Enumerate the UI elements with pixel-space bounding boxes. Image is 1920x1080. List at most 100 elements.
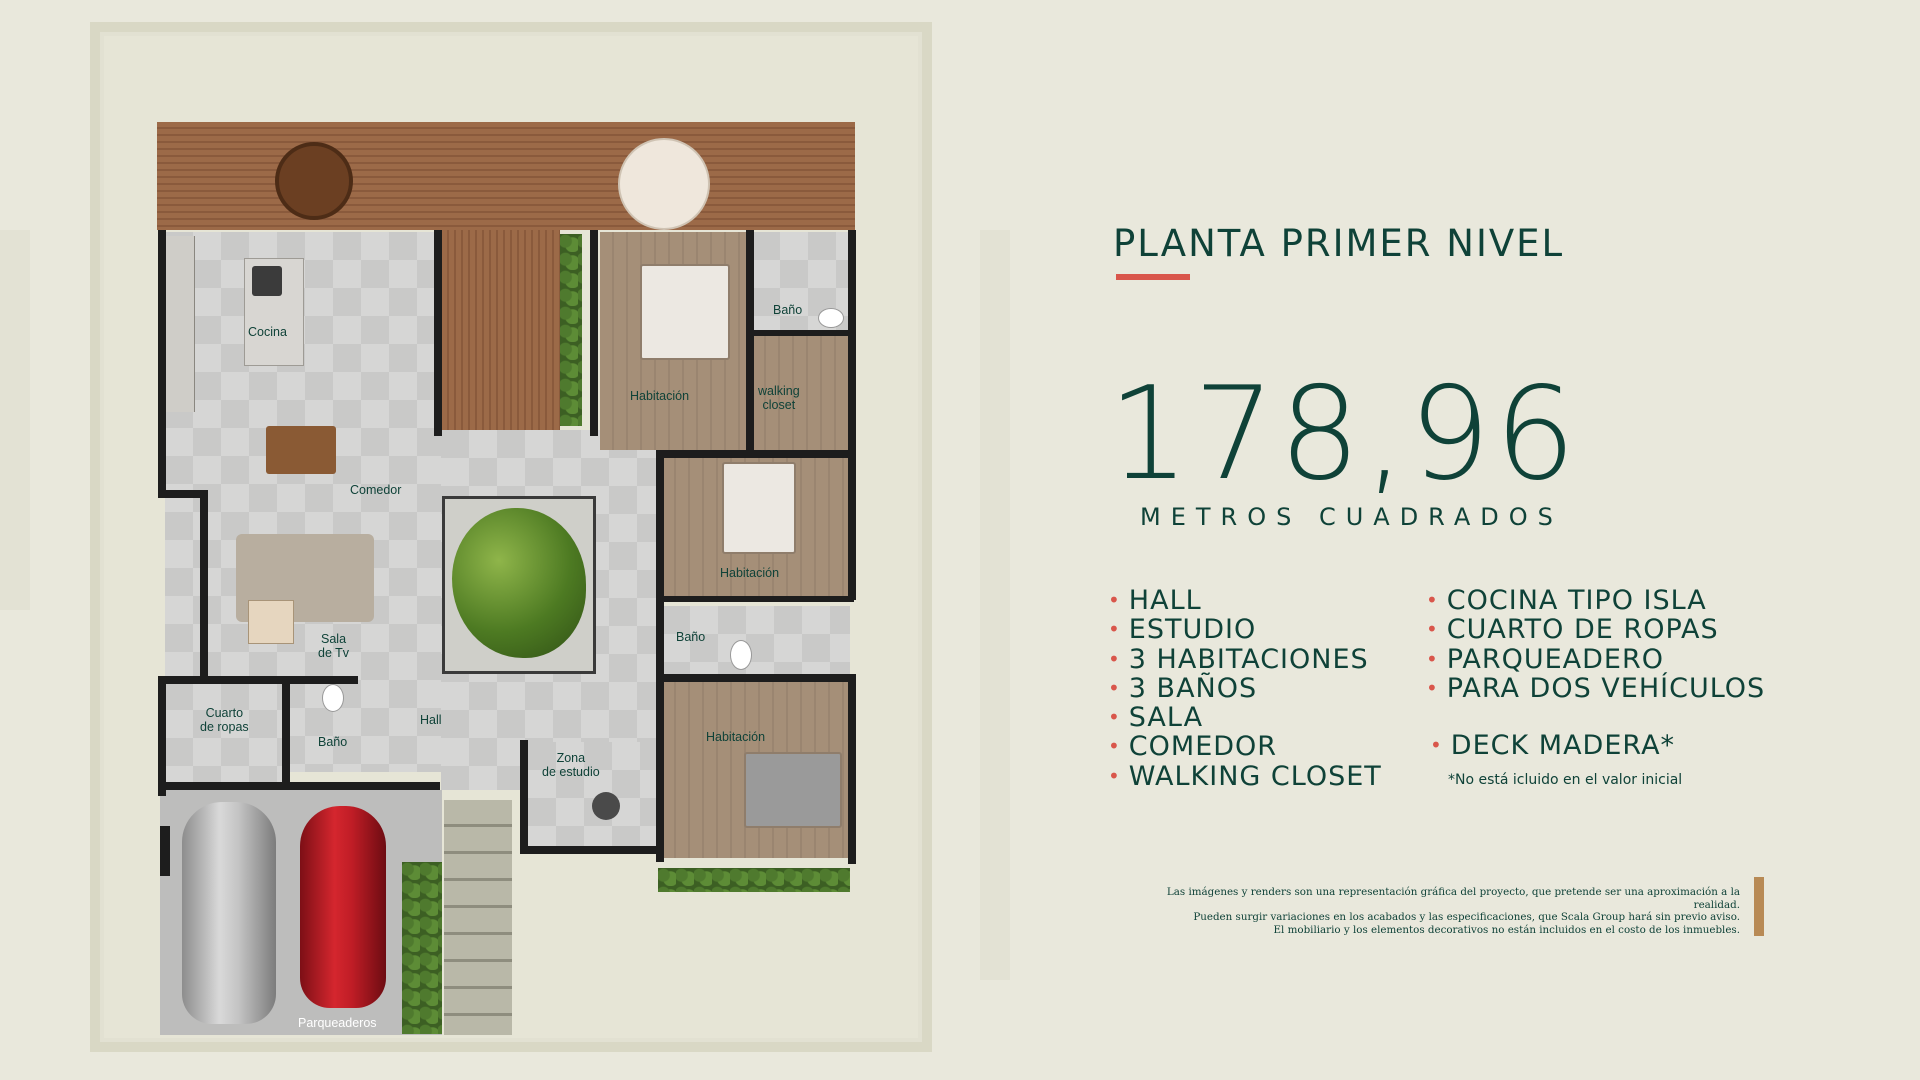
- disclaimer-accent-bar: [1754, 877, 1764, 936]
- background-shape: [0, 230, 30, 610]
- feature-item: • HALL: [1108, 586, 1382, 615]
- title-accent-bar: [1116, 274, 1190, 280]
- label-cuarto-ropas: Cuarto de ropas: [200, 706, 249, 734]
- red-car: [300, 806, 386, 1008]
- wall: [158, 676, 358, 684]
- disclaimer-line: Las imágenes y renders son una represent…: [1166, 886, 1740, 911]
- label-parqueaderos: Parqueaderos: [298, 1016, 377, 1030]
- label-walking-closet: walking closet: [758, 384, 800, 412]
- feature-item: •SALA: [1108, 703, 1382, 732]
- wall: [282, 676, 290, 786]
- label-ropas-line2: de ropas: [200, 720, 249, 734]
- wall: [158, 230, 166, 490]
- bullet-icon: •: [1426, 588, 1439, 612]
- wall: [200, 490, 208, 680]
- bedroom-2-bed: [722, 462, 796, 554]
- label-bano-principal: Baño: [773, 303, 803, 317]
- tv-table: [248, 600, 294, 644]
- disclaimer-line: El mobiliario y los elementos decorativo…: [1273, 923, 1740, 936]
- feature-item: • COMEDOR: [1108, 732, 1382, 761]
- feature-text: SALA: [1128, 702, 1204, 734]
- label-comedor: Comedor: [350, 483, 402, 497]
- background-shape: [980, 230, 1010, 980]
- wall: [158, 782, 440, 790]
- feature-item: • 3 HABITACIONES: [1108, 643, 1382, 675]
- disclaimer-line: Pueden surgir variaciones en los acabado…: [1193, 911, 1740, 923]
- feature-item: •COCINA TIPO ISLA: [1426, 586, 1765, 615]
- label-zona-estudio: Zona de estudio: [542, 751, 600, 779]
- bath-2-floor: [662, 606, 850, 674]
- feature-text: 3 HABITACIONES: [1128, 643, 1369, 675]
- bullet-icon: •: [1108, 588, 1121, 612]
- label-habitacion-2: Habitación: [720, 566, 780, 580]
- label-sala-line2: de Tv: [318, 646, 350, 660]
- feature-text: ESTUDIO: [1128, 614, 1257, 646]
- legal-disclaimer: Las imágenes y renders son una represent…: [1140, 886, 1740, 936]
- wall: [158, 676, 166, 796]
- kitchen-counter: [166, 236, 195, 412]
- bullet-icon: •: [1426, 646, 1439, 671]
- umbrella: [618, 138, 710, 230]
- label-estudio-line1: Zona: [556, 751, 586, 765]
- wall: [590, 230, 598, 436]
- wall: [746, 230, 754, 454]
- toilet: [322, 684, 344, 712]
- bullet-icon: •: [1108, 646, 1121, 671]
- feature-item: •PARA DOS VEHÍCULOS: [1426, 674, 1765, 703]
- feature-item: •3 BAÑOS: [1108, 674, 1382, 703]
- wood-deck-patio: [442, 230, 560, 430]
- dining-table: [266, 426, 336, 474]
- master-bed: [640, 264, 730, 360]
- toilet: [730, 640, 752, 670]
- laundry-floor: [165, 682, 285, 782]
- feature-text: CUARTO DE ROPAS: [1446, 614, 1719, 646]
- cooktop: [252, 266, 282, 296]
- wall: [656, 450, 664, 862]
- feature-text: PARQUEADERO: [1446, 643, 1664, 675]
- wall: [656, 450, 854, 458]
- features-right: •COCINA TIPO ISLA • CUARTO DE ROPAS • PARQ…: [1426, 586, 1765, 703]
- toilet: [818, 308, 844, 328]
- feature-item: •ESTUDIO: [1108, 615, 1382, 644]
- wall: [520, 846, 660, 854]
- silver-car: [182, 802, 276, 1024]
- bullet-icon: •: [1108, 734, 1121, 759]
- area-value: 178,96: [1108, 360, 1580, 509]
- bedroom-planter: [658, 868, 850, 892]
- wall: [746, 330, 850, 336]
- wall: [656, 596, 854, 602]
- features-extra: •DECK MADERA*: [1430, 731, 1675, 760]
- feature-item: • PARQUEADERO: [1426, 643, 1765, 675]
- feature-text: COMEDOR: [1128, 731, 1278, 763]
- label-hall: Hall: [420, 713, 442, 727]
- bedroom-3-bed: [744, 752, 842, 828]
- page-title: PLANTA PRIMER NIVEL: [1113, 222, 1565, 265]
- label-bano-social: Baño: [318, 735, 348, 749]
- study-chair: [592, 792, 620, 820]
- bullet-icon: •: [1108, 675, 1121, 700]
- label-estudio-line2: de estudio: [542, 765, 600, 779]
- walking-closet-floor: [752, 334, 850, 450]
- label-habitacion-principal: Habitación: [630, 389, 690, 403]
- walkway: [444, 800, 512, 1035]
- label-habitacion-3: Habitación: [706, 730, 766, 744]
- walkway-plants: [402, 862, 442, 1034]
- feature-text: DECK MADERA*: [1450, 730, 1676, 761]
- outdoor-table: [275, 142, 353, 220]
- wall: [434, 230, 442, 436]
- label-ropas-line1: Cuarto: [205, 706, 244, 720]
- wall: [160, 826, 170, 876]
- garden-tree: [452, 508, 586, 658]
- label-closet-line1: walking: [758, 384, 800, 398]
- feature-text: HALL: [1128, 585, 1202, 616]
- feature-text: PARA DOS VEHÍCULOS: [1446, 672, 1766, 704]
- bullet-icon: •: [1426, 617, 1439, 642]
- label-cocina: Cocina: [248, 325, 287, 339]
- label-bano-2: Baño: [676, 630, 706, 644]
- features-left: •HALL •ESTUDIO •3 HABITACIONES •3 BAÑOS …: [1108, 586, 1382, 791]
- label-closet-line2: closet: [762, 398, 796, 412]
- feature-text: WALKING CLOSET: [1128, 760, 1382, 792]
- feature-item: •WALKING CLOSET: [1108, 762, 1382, 791]
- wood-deck: [157, 122, 855, 230]
- area-unit: METROS CUADRADOS: [1140, 503, 1563, 531]
